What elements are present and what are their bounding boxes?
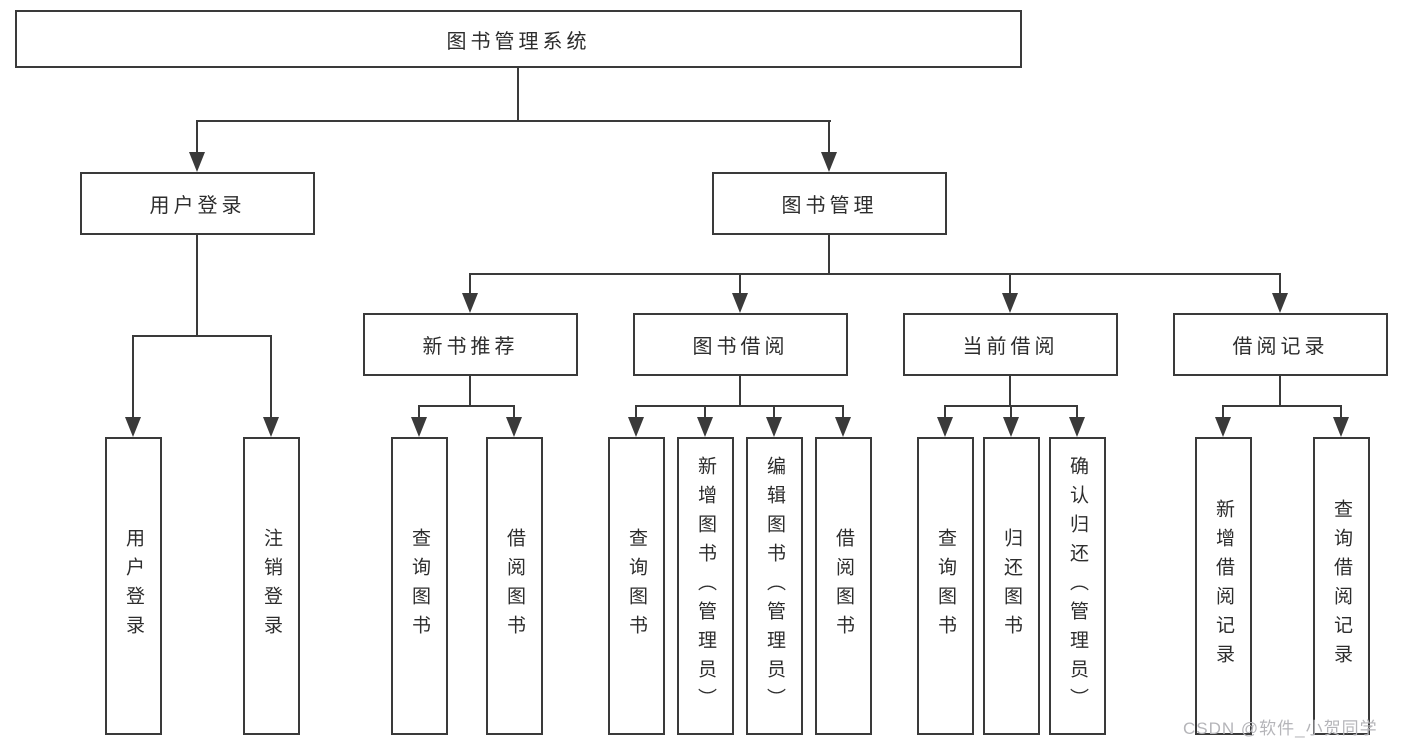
connector-arrowhead <box>821 152 837 172</box>
connector-arrowhead <box>937 417 953 437</box>
connector-arrowhead <box>1272 293 1288 313</box>
connector-arrowhead <box>766 417 782 437</box>
node-current-borrowing: 当前借阅 <box>903 313 1118 376</box>
connector-arrowhead <box>1333 417 1349 437</box>
connector-segment <box>469 273 1281 275</box>
node-new-book-recommendation: 新书推荐 <box>363 313 578 376</box>
connector-segment <box>1340 406 1342 417</box>
connector-segment <box>635 405 844 407</box>
connector-arrowhead <box>462 293 478 313</box>
leaf-user-login: 用户登录 <box>105 437 162 735</box>
connector-arrowhead <box>628 417 644 437</box>
connector-arrowhead <box>697 417 713 437</box>
connector-arrowhead <box>189 152 205 172</box>
connector-segment <box>1279 376 1281 405</box>
connector-segment <box>842 406 844 417</box>
leaf-records-query-borrow-record: 查询借阅记录 <box>1313 437 1370 735</box>
connector-arrowhead <box>1003 417 1019 437</box>
connector-arrowhead <box>835 417 851 437</box>
leaf-borrowing-query-books: 查询图书 <box>608 437 665 735</box>
connector-arrowhead <box>1002 293 1018 313</box>
connector-arrowhead <box>732 293 748 313</box>
connector-segment <box>418 405 515 407</box>
connector-segment <box>1009 376 1011 405</box>
connector-segment <box>635 406 637 417</box>
node-library-management-system: 图书管理系统 <box>15 10 1022 68</box>
connector-segment <box>196 235 198 335</box>
leaf-current-query-books: 查询图书 <box>917 437 974 735</box>
connector-arrowhead <box>506 417 522 437</box>
connector-segment <box>513 406 515 417</box>
node-user-login: 用户登录 <box>80 172 315 235</box>
connector-segment <box>773 406 775 417</box>
connector-arrowhead <box>125 417 141 437</box>
connector-segment <box>196 120 831 122</box>
connector-arrowhead <box>411 417 427 437</box>
connector-segment <box>196 121 198 153</box>
leaf-new-book-query-books: 查询图书 <box>391 437 448 735</box>
connector-segment <box>418 406 420 417</box>
connector-segment <box>469 274 471 293</box>
leaf-logout: 注销登录 <box>243 437 300 735</box>
connector-segment <box>739 274 741 293</box>
connector-segment <box>704 406 706 417</box>
leaf-borrowing-edit-books-admin: 编辑图书（管理员） <box>746 437 803 735</box>
leaf-borrowing-add-books-admin: 新增图书（管理员） <box>677 437 734 735</box>
connector-segment <box>1076 406 1078 417</box>
watermark: CSDN @软件_小贺同学 <box>1183 719 1378 738</box>
leaf-current-confirm-return-admin: 确认归还（管理员） <box>1049 437 1106 735</box>
node-borrowing-records: 借阅记录 <box>1173 313 1388 376</box>
leaf-new-book-borrow-books: 借阅图书 <box>486 437 543 735</box>
leaf-records-add-borrow-record: 新增借阅记录 <box>1195 437 1252 735</box>
node-book-management: 图书管理 <box>712 172 947 235</box>
connector-segment <box>828 121 830 153</box>
connector-segment <box>944 406 946 417</box>
connector-segment <box>1009 274 1011 293</box>
connector-segment <box>132 335 272 337</box>
connector-segment <box>1279 274 1281 293</box>
connector-segment <box>1010 406 1012 417</box>
connector-segment <box>132 336 134 417</box>
connector-segment <box>828 235 830 273</box>
connector-arrowhead <box>1215 417 1231 437</box>
connector-arrowhead <box>263 417 279 437</box>
connector-segment <box>1222 405 1342 407</box>
connector-segment <box>469 376 471 405</box>
connector-arrowhead <box>1069 417 1085 437</box>
connector-segment <box>1222 406 1224 417</box>
connector-segment <box>739 376 741 405</box>
connector-segment <box>270 336 272 417</box>
connector-segment <box>517 68 519 121</box>
leaf-current-return-books: 归还图书 <box>983 437 1040 735</box>
leaf-borrowing-borrow-books: 借阅图书 <box>815 437 872 735</box>
node-book-borrowing: 图书借阅 <box>633 313 848 376</box>
